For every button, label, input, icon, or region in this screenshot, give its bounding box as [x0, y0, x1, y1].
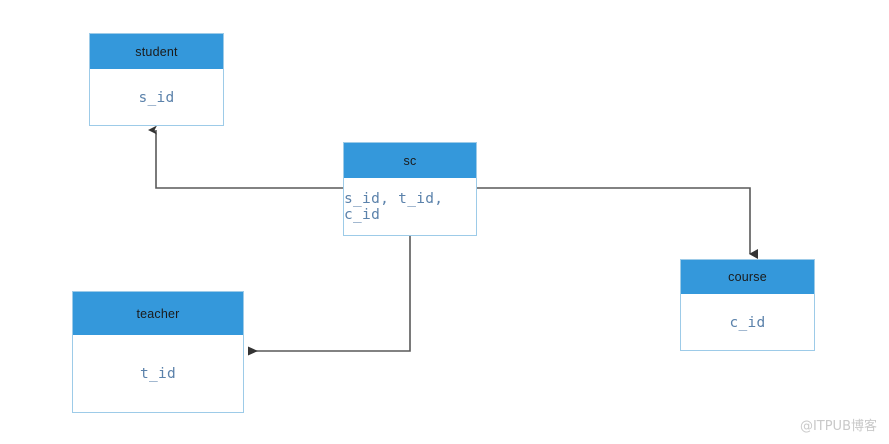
entity-student[interactable]: student s_id	[89, 33, 224, 126]
connector-sc-to-student	[148, 125, 343, 189]
entity-student-columns: s_id	[138, 89, 175, 106]
entity-teacher-title: teacher	[73, 292, 243, 335]
entity-course-title: course	[681, 260, 814, 294]
watermark-label: @ITPUB博客	[799, 419, 877, 434]
entity-sc[interactable]: sc s_id, t_id, c_id	[343, 142, 477, 236]
entity-course-columns: c_id	[729, 314, 766, 331]
connector-sc-to-teacher	[248, 236, 411, 356]
connector-sc-to-course	[477, 187, 758, 259]
entity-teacher-columns: t_id	[139, 366, 177, 382]
entity-sc-title: sc	[344, 143, 476, 178]
entity-teacher[interactable]: teacher t_id	[72, 291, 244, 413]
entity-student-title: student	[90, 34, 223, 69]
entity-course[interactable]: course c_id	[680, 259, 815, 351]
entity-sc-columns: s_id, t_id, c_id	[344, 191, 444, 223]
